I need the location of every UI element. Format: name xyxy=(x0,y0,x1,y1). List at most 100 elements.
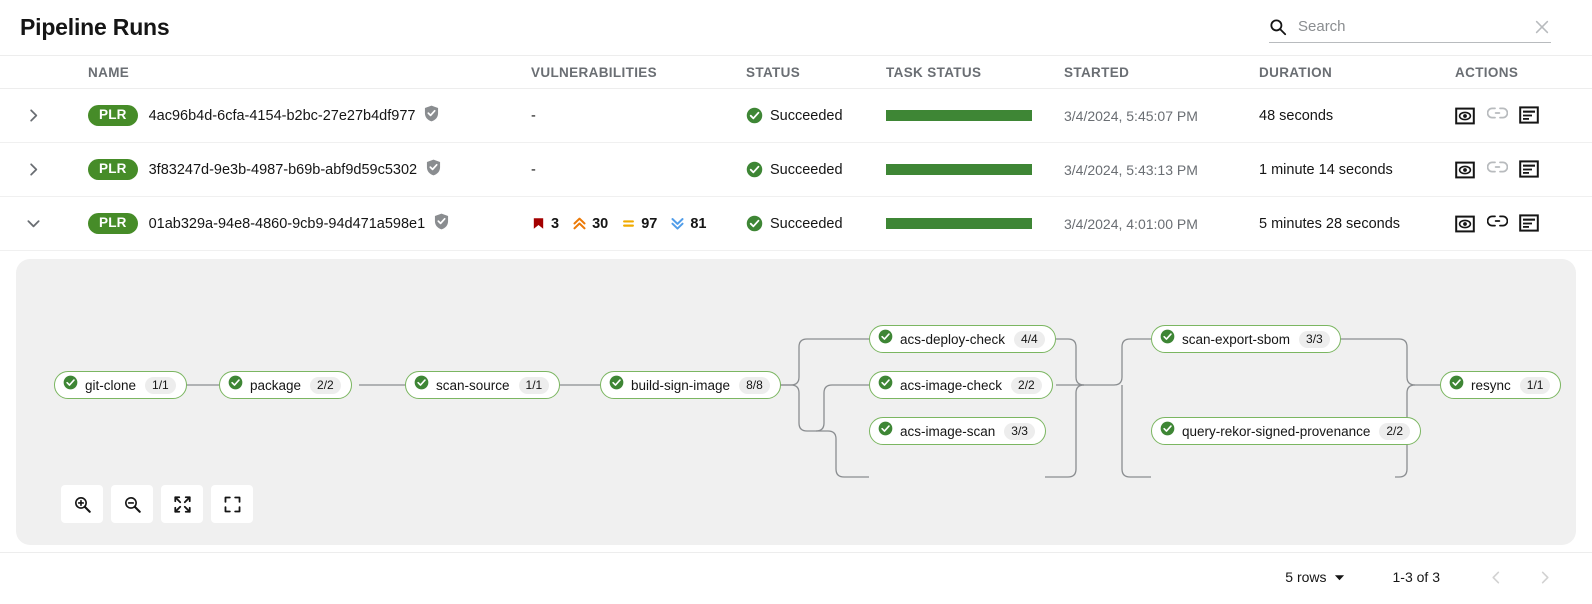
zoom-out-button[interactable] xyxy=(111,485,153,523)
close-icon[interactable] xyxy=(1533,18,1551,36)
actions-cell xyxy=(1455,213,1592,234)
duration-value: 48 seconds xyxy=(1259,107,1334,124)
pipeline-node-acs-image-check[interactable]: acs-image-check 2/2 xyxy=(869,371,1053,399)
plr-badge: PLR xyxy=(88,105,138,126)
next-page-button[interactable] xyxy=(1530,563,1558,591)
chevron-down-icon[interactable] xyxy=(22,213,44,235)
started-cell: 3/4/2024, 4:01:00 PM xyxy=(1064,216,1259,232)
node-count: 2/2 xyxy=(1011,376,1042,394)
chevron-down-icon xyxy=(1334,572,1345,583)
view-output-icon[interactable] xyxy=(1455,106,1475,126)
pipeline-node-scan-export-sbom[interactable]: scan-export-sbom 3/3 xyxy=(1151,325,1341,353)
actions-cell xyxy=(1455,159,1592,180)
vulnerability-low: 81 xyxy=(670,216,707,232)
pipeline-node-acs-image-scan[interactable]: acs-image-scan 3/3 xyxy=(869,417,1046,445)
run-name[interactable]: 01ab329a-94e8-4860-9cb9-94d471a598e1 xyxy=(148,215,426,232)
node-count: 3/3 xyxy=(1299,330,1330,348)
node-success-icon xyxy=(1449,375,1464,395)
run-name[interactable]: 4ac96b4d-6cfa-4154-b2bc-27e27b4df977 xyxy=(148,107,416,124)
status-cell: Succeeded xyxy=(746,107,886,124)
node-label: acs-image-check xyxy=(900,377,1003,393)
zoom-in-icon xyxy=(73,495,92,514)
status-text: Succeeded xyxy=(770,215,843,232)
task-status-cell xyxy=(886,164,1064,175)
node-count: 3/3 xyxy=(1004,422,1035,440)
node-success-icon xyxy=(1160,329,1175,349)
chevron-right-icon xyxy=(1537,570,1552,585)
search-icon xyxy=(1269,18,1287,36)
column-header-duration: DURATION xyxy=(1259,64,1333,80)
view-output-icon[interactable] xyxy=(1455,214,1475,234)
severity-important-icon xyxy=(572,216,592,231)
reset-view-button[interactable] xyxy=(211,485,253,523)
node-label: query-rekor-signed-provenance xyxy=(1182,423,1371,439)
pipeline-node-git-clone[interactable]: git-clone 1/1 xyxy=(54,371,187,399)
pipeline-node-scan-source[interactable]: scan-source 1/1 xyxy=(405,371,561,399)
logs-icon[interactable] xyxy=(1519,105,1539,126)
chevron-right-icon[interactable] xyxy=(22,105,44,127)
severity-moderate-icon xyxy=(621,216,641,231)
node-label: acs-image-scan xyxy=(900,423,996,439)
graph-controls xyxy=(61,485,253,523)
table-row[interactable]: PLR 01ab329a-94e8-4860-9cb9-94d471a598e1 xyxy=(0,197,1592,251)
node-count: 2/2 xyxy=(310,376,341,394)
column-header-actions: ACTIONS xyxy=(1455,64,1519,80)
duration-value: 1 minute 14 seconds xyxy=(1259,161,1393,178)
vulnerability-moderate: 97 xyxy=(621,216,657,232)
chevron-right-icon[interactable] xyxy=(22,159,44,181)
view-output-icon[interactable] xyxy=(1455,160,1475,180)
pipeline-node-query-rekor-signed-provenance[interactable]: query-rekor-signed-provenance 2/2 xyxy=(1151,417,1422,445)
rows-per-page-select[interactable]: 5 rows xyxy=(1285,569,1344,585)
task-status-cell xyxy=(886,110,1064,121)
node-success-icon xyxy=(878,421,893,441)
node-count: 1/1 xyxy=(518,376,550,394)
table-row[interactable]: PLR 3f83247d-9e3b-4987-b69b-abf9d59c5302… xyxy=(0,143,1592,197)
duration-cell: 48 seconds xyxy=(1259,108,1455,124)
node-success-icon xyxy=(1160,421,1175,441)
plr-badge: PLR xyxy=(88,159,138,180)
vulnerabilities-cell: - xyxy=(531,162,746,178)
link-icon[interactable] xyxy=(1486,214,1509,234)
node-label: package xyxy=(250,377,302,393)
node-success-icon xyxy=(878,375,893,395)
link-icon[interactable] xyxy=(1486,106,1509,126)
pipeline-runs-table: NAME VULNERABILITIES STATUS TASK STATUS … xyxy=(0,55,1592,601)
expand-cell xyxy=(0,105,88,127)
status-success-icon xyxy=(746,215,763,232)
fit-to-screen-button[interactable] xyxy=(161,485,203,523)
chevron-left-icon xyxy=(1489,570,1504,585)
status-text: Succeeded xyxy=(770,107,843,124)
duration-cell: 5 minutes 28 seconds xyxy=(1259,216,1455,232)
logs-icon[interactable] xyxy=(1519,213,1539,234)
run-name[interactable]: 3f83247d-9e3b-4987-b69b-abf9d59c5302 xyxy=(148,161,418,178)
rows-per-page-label: 5 rows xyxy=(1285,569,1327,585)
search-box[interactable] xyxy=(1269,11,1551,43)
pipeline-node-package[interactable]: package 2/2 xyxy=(219,371,352,399)
node-label: scan-export-sbom xyxy=(1182,331,1291,347)
pipeline-node-build-sign-image[interactable]: build-sign-image 8/8 xyxy=(600,371,781,399)
link-icon[interactable] xyxy=(1486,160,1509,180)
previous-page-button[interactable] xyxy=(1482,563,1510,591)
node-label: resync xyxy=(1471,377,1511,393)
zoom-in-button[interactable] xyxy=(61,485,103,523)
logs-icon[interactable] xyxy=(1519,159,1539,180)
fullscreen-icon xyxy=(223,495,242,514)
search-input[interactable] xyxy=(1298,13,1527,40)
pipeline-node-acs-deploy-check[interactable]: acs-deploy-check 4/4 xyxy=(869,325,1056,353)
pagination: 5 rows 1-3 of 3 xyxy=(0,553,1592,601)
started-cell: 3/4/2024, 5:43:13 PM xyxy=(1064,162,1259,178)
node-label: acs-deploy-check xyxy=(900,331,1006,347)
column-header-vulnerabilities: VULNERABILITIES xyxy=(531,64,658,80)
started-cell: 3/4/2024, 5:45:07 PM xyxy=(1064,108,1259,124)
expand-cell xyxy=(0,159,88,181)
table-row[interactable]: PLR 4ac96b4d-6cfa-4154-b2bc-27e27b4df977… xyxy=(0,89,1592,143)
node-success-icon xyxy=(228,375,243,395)
severity-low-icon xyxy=(670,216,690,231)
plr-badge: PLR xyxy=(88,213,138,234)
expand-cell xyxy=(0,213,88,235)
node-label: git-clone xyxy=(85,377,137,393)
pipeline-node-resync[interactable]: resync 1/1 xyxy=(1440,371,1562,399)
node-label: scan-source xyxy=(436,377,510,393)
pipeline-graph-panel[interactable]: git-clone 1/1 package 2/2 scan-source 1/… xyxy=(16,259,1576,545)
task-status-cell xyxy=(886,218,1064,229)
